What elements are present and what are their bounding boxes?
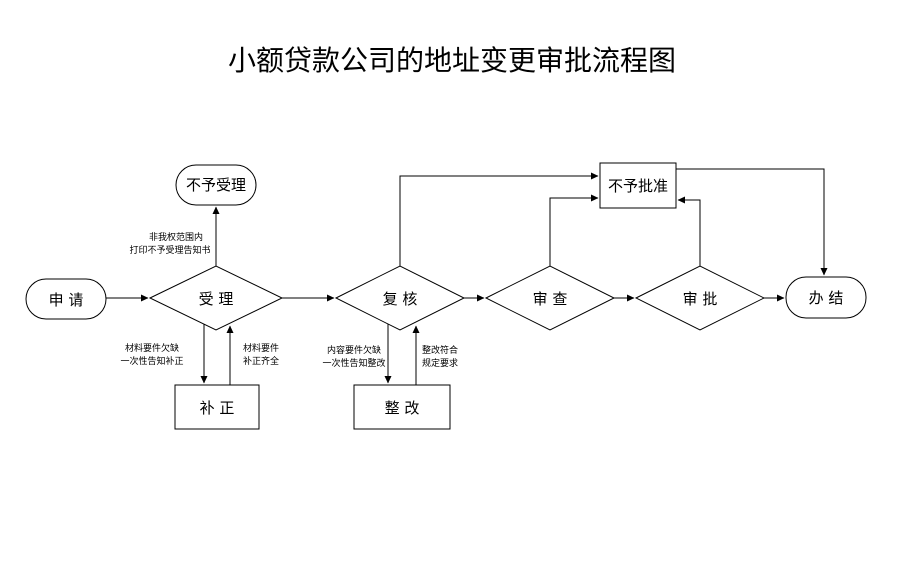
note-out-of-scope: 非我权范围内 打印不予受理告知书: [129, 231, 210, 256]
note-rectify-ok-line-1: 整改符合: [422, 344, 458, 356]
node-examine-label: 审 查: [533, 290, 568, 308]
node-reject-accept-label: 不予受理: [186, 176, 246, 194]
node-accept-label: 受 理: [199, 290, 234, 308]
edge-approve-to-not-approve: [677, 196, 701, 266]
node-rectify-label: 整 改: [385, 399, 420, 417]
note-materials-complete-line-1: 材料要件: [243, 342, 279, 354]
note-materials-missing-line-2: 一次性告知补正: [120, 355, 183, 367]
node-not-approve: 不予批准: [599, 162, 677, 209]
node-approve: 审 批: [634, 265, 766, 331]
note-content-missing: 内容要件欠缺 一次性告知整改: [322, 344, 385, 369]
note-out-of-scope-line-1: 非我权范围内: [149, 231, 203, 243]
node-apply-label: 申 请: [49, 291, 84, 309]
note-out-of-scope-line-2: 打印不予受理告知书: [129, 244, 210, 256]
node-approve-label: 审 批: [683, 290, 718, 308]
node-review: 复 核: [334, 265, 466, 331]
node-apply: 申 请: [25, 278, 107, 320]
note-materials-complete-line-2: 补正齐全: [243, 355, 279, 367]
edge-not-approve-to-complete: [676, 168, 828, 276]
note-rectify-ok: 整改符合 规定要求: [422, 344, 458, 369]
diagram-title: 小额贷款公司的地址变更审批流程图: [228, 44, 676, 77]
node-examine: 审 查: [484, 265, 616, 331]
note-materials-complete: 材料要件 补正齐全: [243, 342, 279, 367]
note-rectify-ok-line-2: 规定要求: [422, 357, 458, 369]
note-content-missing-line-2: 一次性告知整改: [322, 357, 385, 369]
node-accept: 受 理: [148, 265, 284, 331]
node-complete-label: 办 结: [809, 289, 844, 307]
edge-review-to-not-approve: [399, 172, 599, 266]
edge-examine-to-not-approve: [549, 194, 599, 266]
node-reject-accept: 不予受理: [175, 164, 257, 206]
node-complete: 办 结: [785, 276, 867, 319]
node-supplement: 补 正: [174, 384, 260, 430]
node-supplement-label: 补 正: [200, 399, 235, 417]
note-content-missing-line-1: 内容要件欠缺: [327, 344, 381, 356]
node-rectify: 整 改: [353, 384, 451, 430]
note-materials-missing: 材料要件欠缺 一次性告知补正: [120, 342, 183, 367]
note-materials-missing-line-1: 材料要件欠缺: [125, 342, 179, 354]
node-not-approve-label: 不予批准: [608, 177, 668, 195]
node-review-label: 复 核: [383, 290, 418, 308]
